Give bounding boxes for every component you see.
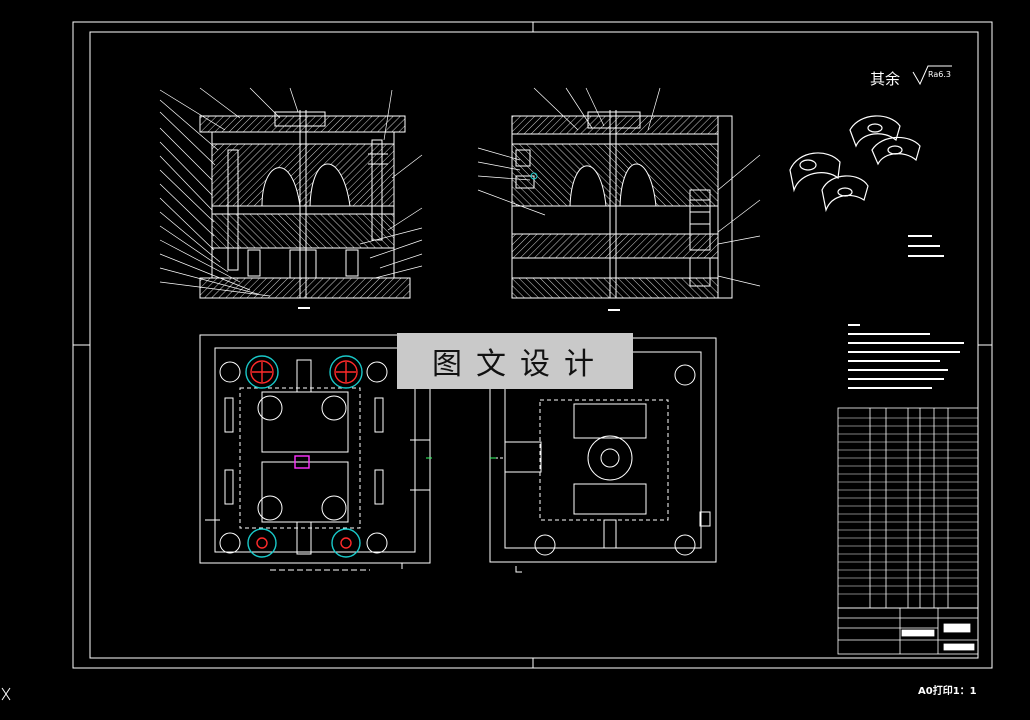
roughness-symbol bbox=[912, 65, 952, 86]
plan-view-left bbox=[199, 334, 431, 571]
roughness-note: 其余 bbox=[870, 68, 900, 89]
section-view-left bbox=[199, 110, 411, 309]
cyan-marker bbox=[530, 172, 538, 180]
roughness-value: Ra6.3 bbox=[928, 70, 952, 79]
ucs-icon bbox=[1, 687, 11, 701]
scale-note: A0打印1：1 bbox=[918, 686, 977, 697]
section-view-right bbox=[511, 110, 733, 311]
parts-list-rows bbox=[838, 417, 978, 595]
roughness-note-text: 其余 bbox=[870, 70, 901, 88]
title-block bbox=[837, 607, 979, 655]
border-center-marks bbox=[73, 22, 992, 668]
left-view-leader-lines bbox=[159, 87, 423, 297]
product-isometric-sketches bbox=[789, 115, 921, 213]
plan-view-left-colored-marks bbox=[245, 355, 363, 558]
watermark-stamp: 图文设计 bbox=[397, 333, 633, 389]
technical-notes-block bbox=[848, 324, 964, 389]
material-notes bbox=[908, 235, 944, 257]
right-view-leader-lines bbox=[477, 87, 761, 287]
